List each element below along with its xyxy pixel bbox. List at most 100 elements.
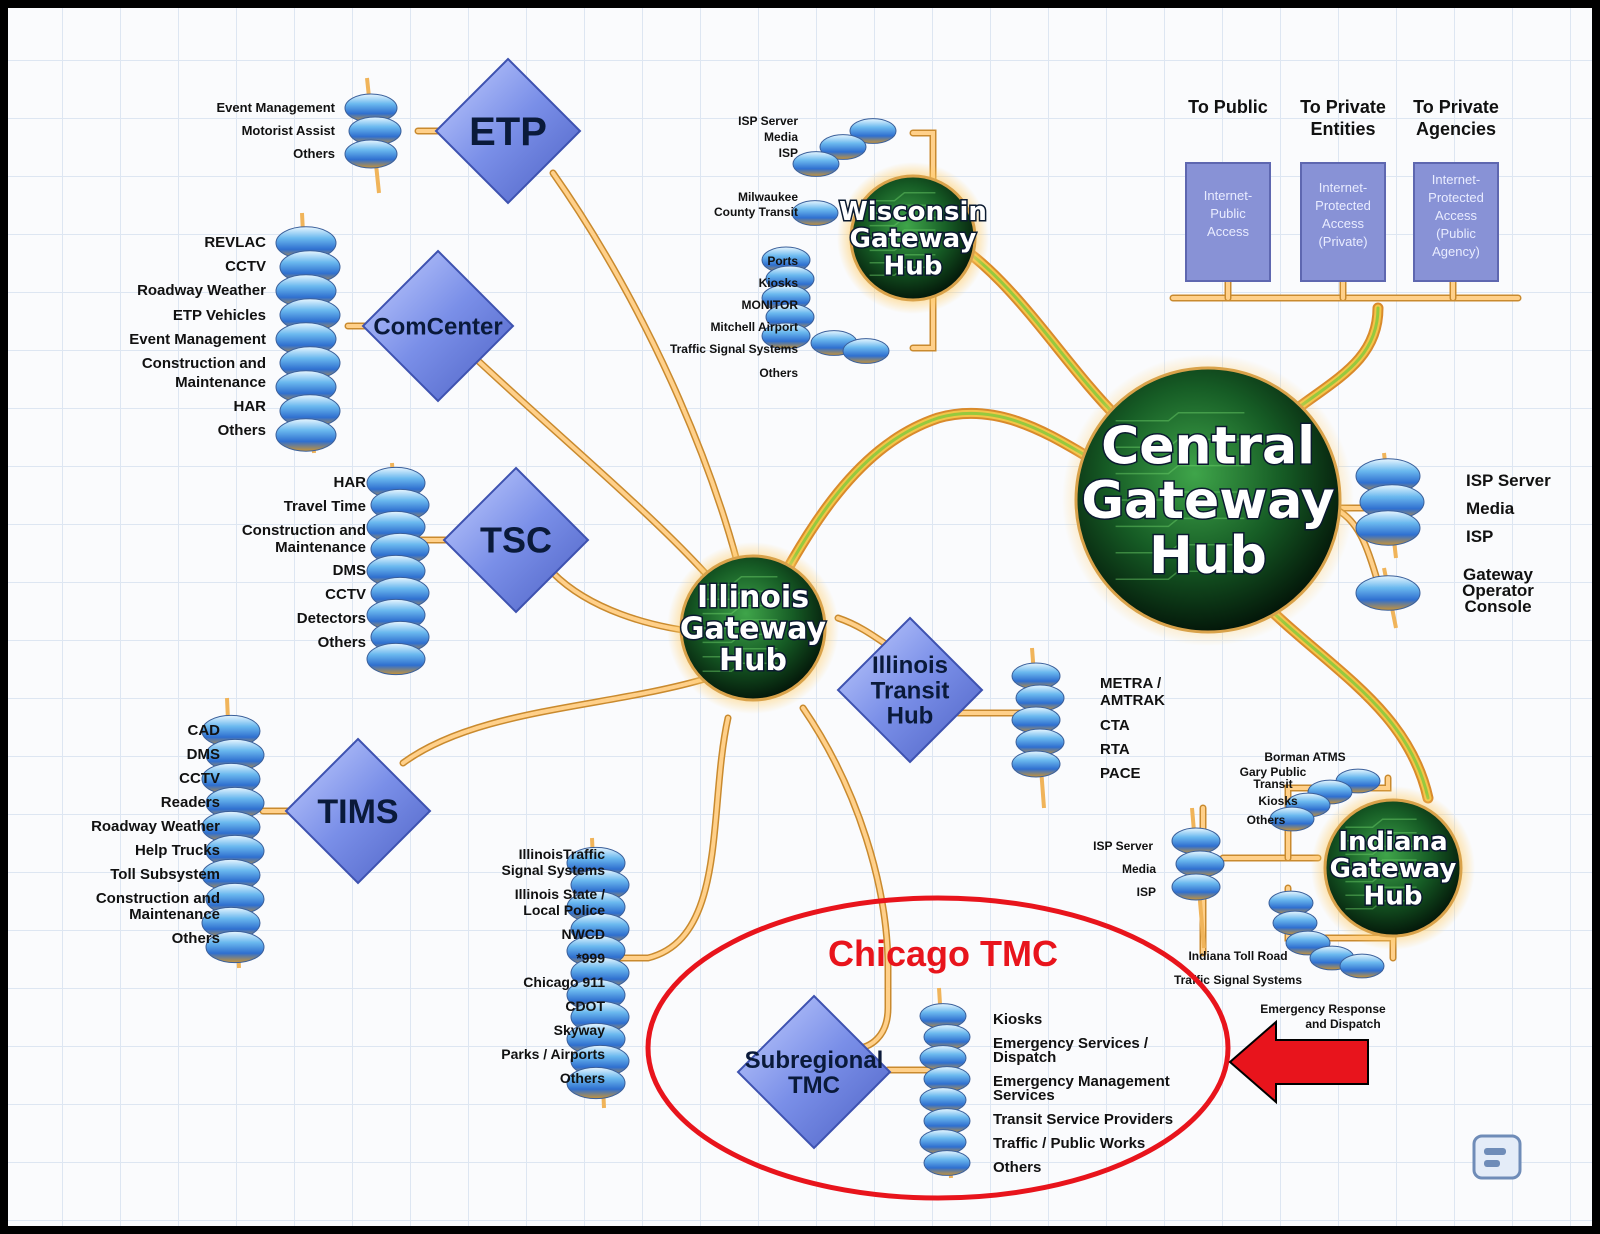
access-box-line: (Private) — [1318, 234, 1367, 249]
subregional-item-label: Dispatch — [993, 1049, 1056, 1066]
indiana-isp-stack-disc — [1175, 850, 1225, 878]
wisconsin-item-label: ISP Server — [738, 114, 798, 128]
indiana-gateway-hub-circuit-trace — [1345, 859, 1417, 869]
illinois-transit-hub-node-title: Illinois — [872, 652, 948, 679]
comcenter-node-diamond — [361, 249, 515, 403]
illinois-list-label: Parks / Airports — [501, 1046, 605, 1062]
illinois-gateway-hub-circuit-trace — [702, 648, 778, 658]
central-item-label: Gateway — [1463, 565, 1533, 584]
access-box-line: Access — [1322, 216, 1364, 231]
wisconsin-item-label: MONITOR — [742, 298, 799, 312]
illinois-gateway-hub-circuit-trace — [702, 633, 778, 644]
wisconsin-disc — [819, 134, 867, 160]
illinois-list-label: Local Police — [523, 902, 605, 918]
tsc-item-label: CCTV — [325, 586, 366, 603]
wisconsin-stack-disc — [761, 322, 811, 350]
illinois-gateway-hub-circuit-trace — [702, 619, 778, 629]
central-item-label: ISP Server — [1466, 471, 1551, 490]
wisconsin-disc — [842, 338, 890, 364]
etp-item-label: Others — [293, 146, 335, 161]
wisconsin-disc — [792, 151, 840, 177]
comcenter-item-label: Roadway Weather — [137, 282, 266, 299]
wisconsin-gateway-hub-disc — [849, 174, 977, 302]
central-gateway-hub-circuit-trace — [1115, 517, 1245, 528]
access-box-line: Access — [1207, 224, 1249, 239]
illinois-list-label: Others — [560, 1070, 605, 1086]
access-box — [1185, 162, 1271, 282]
subregional-stack-disc — [923, 1150, 971, 1176]
central-item-label: Operator — [1462, 581, 1534, 600]
tims-item-label: Others — [172, 930, 220, 947]
tims-item-label: Help Trucks — [135, 842, 220, 859]
wisconsin-gateway-hub-circuit-trace — [869, 229, 936, 239]
tims-item-label: Construction and — [96, 890, 220, 907]
indiana-gateway-hub-title: Indiana — [1338, 827, 1447, 857]
subregional-tmc-node-diamond — [736, 994, 892, 1150]
access-box-line: Protected — [1315, 198, 1371, 213]
wisconsin-item-label: County Transit — [714, 205, 798, 219]
central-item-label: Media — [1466, 499, 1515, 518]
link-illinois-list — [606, 716, 730, 960]
indiana-item-label: Others — [1247, 813, 1286, 827]
central-gateway-hub-title: Hub — [1149, 526, 1267, 586]
indiana-item-label: Traffic Signal Systems — [1174, 973, 1302, 987]
indiana-disc — [1269, 806, 1315, 832]
transit-item-label: PACE — [1100, 765, 1141, 782]
access-heading-line: Agencies — [1416, 119, 1496, 139]
central-gateway-hub-circuit-trace — [1115, 544, 1245, 554]
illinois-transit-hub-node-title: Transit — [871, 677, 950, 704]
comcenter-item-label: REVLAC — [204, 234, 266, 251]
wisconsin-item-label: Mitchell Airport — [710, 320, 798, 334]
transit-stack-disc — [1011, 750, 1061, 778]
central-gateway-hub-title: Central — [1101, 417, 1315, 477]
access-box-line: (Public — [1436, 226, 1476, 241]
subregional-item-label: Traffic / Public Works — [993, 1135, 1145, 1152]
chicago-tmc-label: Chicago TMC — [828, 933, 1058, 974]
transit-item-label: METRA / — [1100, 675, 1162, 692]
wisconsin-item-label: Traffic Signal Systems — [670, 342, 798, 356]
indiana-item-label: Indiana Toll Road — [1188, 949, 1287, 963]
indiana-item-label: Emergency Response — [1260, 1002, 1386, 1016]
indiana-isp-stack-disc — [1171, 827, 1221, 855]
subregional-item-label: Others — [993, 1159, 1041, 1176]
comcenter-node-title: ComCenter — [373, 313, 502, 340]
illinois-gateway-hub-title: Hub — [719, 643, 787, 678]
comcenter-item-label: Event Management — [129, 331, 266, 348]
wisconsin-disc — [791, 200, 839, 226]
pointer-arrow-icon — [1228, 1019, 1369, 1105]
illinois-gateway-hub-circuit-trace — [702, 662, 778, 672]
indiana-item-label: Gary Public — [1240, 765, 1307, 779]
wisconsin-gateway-hub-circuit-trace — [869, 192, 936, 202]
access-heading-line: To Public — [1188, 97, 1268, 117]
indiana-disc — [1339, 953, 1385, 979]
wisconsin-item-label: Milwaukee — [738, 190, 798, 204]
comcenter-item-label: Others — [218, 422, 266, 439]
subregional-tmc-node-title: Subregional — [745, 1047, 884, 1074]
indiana-gateway-hub-circuit-trace — [1345, 872, 1417, 883]
illinois-gateway-hub-circuit-trace — [702, 590, 778, 600]
subregional-item-label: Emergency Services / — [993, 1035, 1149, 1052]
central-item-label: ISP — [1466, 527, 1493, 546]
illinois-list-label: CDOT — [565, 998, 605, 1014]
central-stack-disc — [1355, 510, 1421, 546]
transit-item-label: CTA — [1100, 717, 1130, 734]
access-heading-line: Entities — [1310, 119, 1375, 139]
illinois-gateway-hub-title: Illinois — [697, 580, 809, 615]
illinois-gateway-hub-circuit-trace — [702, 576, 778, 586]
tims-node-diamond — [284, 737, 432, 885]
illinois-list-label: NWCD — [561, 926, 605, 942]
transit-item-label: RTA — [1100, 741, 1130, 758]
access-box-line: Access — [1435, 208, 1477, 223]
comcenter-item-label: HAR — [234, 398, 267, 415]
access-box-line: Public — [1210, 206, 1246, 221]
central-gateway-hub-circuit-trace — [1115, 491, 1245, 501]
indiana-gateway-hub-disc — [1323, 798, 1463, 938]
tims-item-label: Readers — [161, 794, 220, 811]
wisconsin-item-label: ISP — [779, 146, 798, 160]
indiana-gateway-hub-circuit-trace — [1345, 832, 1417, 842]
subregional-item-label: Emergency Management — [993, 1073, 1170, 1090]
wisconsin-gateway-hub-circuit-trace — [869, 254, 936, 264]
etp-stack-disc — [344, 139, 398, 169]
tims-stack-disc — [205, 930, 265, 964]
